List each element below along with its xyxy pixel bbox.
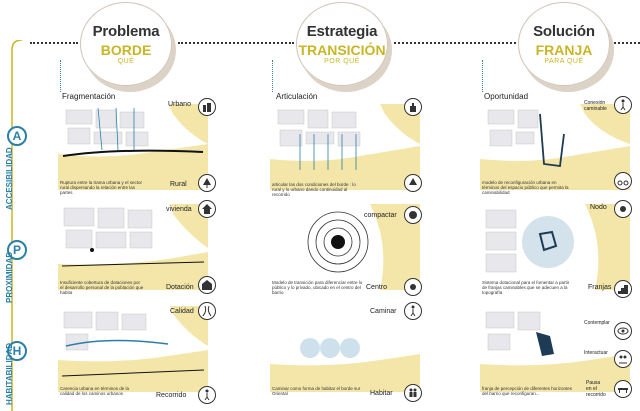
description: articular las dos condiciones del borde … [272,182,356,197]
map-panel [270,204,420,290]
connector [272,60,273,92]
row-axis [11,40,23,411]
label-nodo: Nodo [590,204,607,211]
subhead-articulacion: Articulación [276,92,318,101]
header-divider [614,42,640,44]
label-conexion: Conexión caminable [584,100,607,112]
label-caminar: Caminar [370,308,397,315]
description: Insuficiente cobertura de dotaciones por… [60,280,144,295]
label-urbano: Urbano [168,101,191,108]
header-divider [30,42,78,44]
label-calidad: Calidad [170,308,194,315]
header-solucion: Solución FRANJA PARA QUÉ [518,2,610,86]
label-recorrido: Recorrido [156,392,187,399]
row-label-accesibilidad: ACCESIBILIDAD [5,147,14,210]
column-subtitle: BORDE [100,42,152,58]
walk-icon [404,302,422,320]
map-panel [58,104,208,190]
row-label-habitabilidad: HABITABILIDAD [5,342,14,405]
label-interactuar: Interactuar [584,350,608,356]
label-centro: Centro [366,284,388,291]
column-title: Solución [533,23,595,40]
label-dotacion: Dotación [166,284,194,291]
header-estrategia: Estrategia TRANSICIÓN POR QUÉ [296,2,388,86]
description: franja de percepción de diferentes horiz… [482,386,573,396]
label-habitar: Habitar [370,390,393,397]
row-label-proximidad: PROXIMIDAD [5,251,14,303]
column-question: POR QUÉ [324,58,360,65]
tree-icon [198,174,216,192]
row-pill-p: P [7,240,27,260]
row-pill-a: A [7,126,27,146]
column-subtitle: FRANJA [535,42,593,58]
school-icon [198,276,216,294]
bike-icon [614,172,632,190]
header-divider [394,42,516,44]
subhead-oportunidad: Oportunidad [484,92,529,101]
description: Ruptura entre la trama urbana y el secto… [60,180,143,195]
compact-icon [404,206,422,224]
tree-icon [404,174,422,192]
description: Sistema dotacional para el fomentar a pa… [482,280,570,295]
eye-icon [614,322,632,340]
map-panel [270,306,420,392]
connector [482,60,483,92]
column-question: PARA QUÉ [544,58,584,65]
column-title: Estrategia [306,23,378,40]
map-panel [480,104,630,190]
column-subtitle: TRANSICIÓN [298,42,386,58]
map-panel [58,204,208,290]
map-panel [58,306,208,392]
city-icon [198,98,216,116]
description: Carencia urbana en términos de la calida… [60,386,130,396]
walk-icon [614,96,632,114]
column-title: Problema [92,23,160,40]
people-icon [404,384,422,402]
house-icon [198,200,216,218]
node-icon [614,200,632,218]
label-contemplar: Contemplar [584,320,610,326]
description: Caminar como forma de habitar el borde s… [272,386,361,396]
description: modelo de reconfiguración urbana en térm… [482,180,569,195]
bench-icon [614,380,632,398]
subhead-fragmentacion: Fragmentación [62,92,116,101]
hand-icon [404,98,422,116]
label-compactar: compactar [364,212,397,219]
map-panel [270,104,420,190]
label-vivienda: vivienda [166,206,192,213]
map-panel [480,306,630,392]
interact-icon [614,350,632,368]
description: Modelo de transición para diferenciar en… [272,280,363,295]
map-panel [480,204,630,290]
walk-icon [198,386,216,404]
road-icon [198,302,216,320]
label-pausa: Pausa en el recorrido [586,380,606,398]
label-rural: Rural [170,181,187,188]
column-question: QUÉ [117,58,135,65]
stairs-icon [614,280,632,298]
connector [60,60,61,92]
header-problema: Problema BORDE QUÉ [80,2,172,86]
center-icon [404,278,422,296]
row-pill-h: H [7,341,27,361]
label-franjas: Franjas [588,284,612,291]
header-divider [178,42,294,44]
